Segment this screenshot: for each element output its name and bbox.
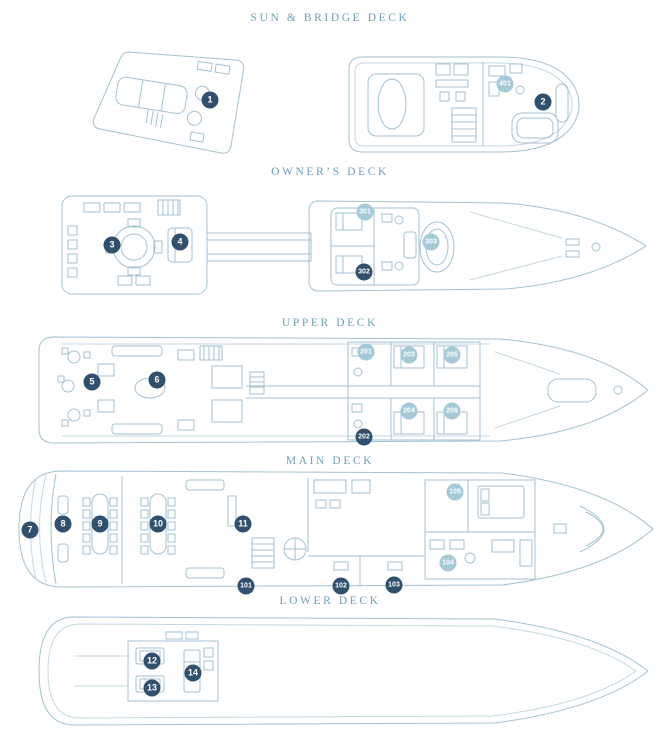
deck-marker-6[interactable]: 6 bbox=[148, 371, 166, 389]
owners-deck-plan bbox=[61, 195, 647, 295]
deck-marker-10[interactable]: 10 bbox=[149, 515, 167, 533]
deck-marker-302[interactable]: 302 bbox=[355, 263, 373, 281]
deck-marker-205[interactable]: 205 bbox=[443, 346, 461, 364]
deck-marker-13[interactable]: 13 bbox=[143, 679, 161, 697]
deck-marker-5[interactable]: 5 bbox=[83, 373, 101, 391]
deck-title-sun-bridge: SUN & BRIDGE DECK bbox=[250, 12, 410, 24]
deck-marker-105[interactable]: 105 bbox=[446, 483, 464, 501]
deck-title-owners: OWNER’S DECK bbox=[271, 166, 389, 178]
deck-marker-206[interactable]: 206 bbox=[443, 402, 461, 420]
bridge-deck-plan bbox=[348, 56, 580, 153]
main-deck-plan bbox=[18, 470, 654, 588]
deck-marker-4[interactable]: 4 bbox=[171, 233, 189, 251]
deck-marker-9[interactable]: 9 bbox=[91, 515, 109, 533]
sun-deck-furniture bbox=[115, 60, 231, 143]
deck-marker-2[interactable]: 2 bbox=[534, 93, 552, 111]
deck-marker-203[interactable]: 203 bbox=[400, 346, 418, 364]
deck-marker-103[interactable]: 103 bbox=[385, 576, 403, 594]
sun-deck-plan bbox=[92, 51, 245, 154]
deck-marker-7[interactable]: 7 bbox=[21, 521, 39, 539]
deck-marker-14[interactable]: 14 bbox=[184, 664, 202, 682]
lower-deck-plan bbox=[38, 616, 649, 726]
deck-marker-202[interactable]: 202 bbox=[355, 428, 373, 446]
deck-marker-104[interactable]: 104 bbox=[439, 554, 457, 572]
deck-marker-201[interactable]: 201 bbox=[357, 343, 375, 361]
deck-marker-101[interactable]: 101 bbox=[237, 577, 255, 595]
deck-title-upper: UPPER DECK bbox=[282, 317, 378, 329]
deck-marker-8[interactable]: 8 bbox=[54, 515, 72, 533]
upper-deck-plan bbox=[38, 336, 649, 444]
deck-marker-102[interactable]: 102 bbox=[332, 577, 350, 595]
deck-title-main: MAIN DECK bbox=[285, 455, 375, 467]
deck-marker-3[interactable]: 3 bbox=[103, 236, 121, 254]
deck-marker-301[interactable]: 301 bbox=[356, 203, 374, 221]
deck-marker-303[interactable]: 303 bbox=[422, 233, 440, 251]
deck-marker-12[interactable]: 12 bbox=[143, 652, 161, 670]
deck-marker-11[interactable]: 11 bbox=[234, 515, 252, 533]
deck-marker-401[interactable]: 401 bbox=[496, 75, 514, 93]
deck-marker-1[interactable]: 1 bbox=[201, 91, 219, 109]
deck-title-lower: LOWER DECK bbox=[279, 595, 381, 607]
deck-marker-204[interactable]: 204 bbox=[400, 402, 418, 420]
